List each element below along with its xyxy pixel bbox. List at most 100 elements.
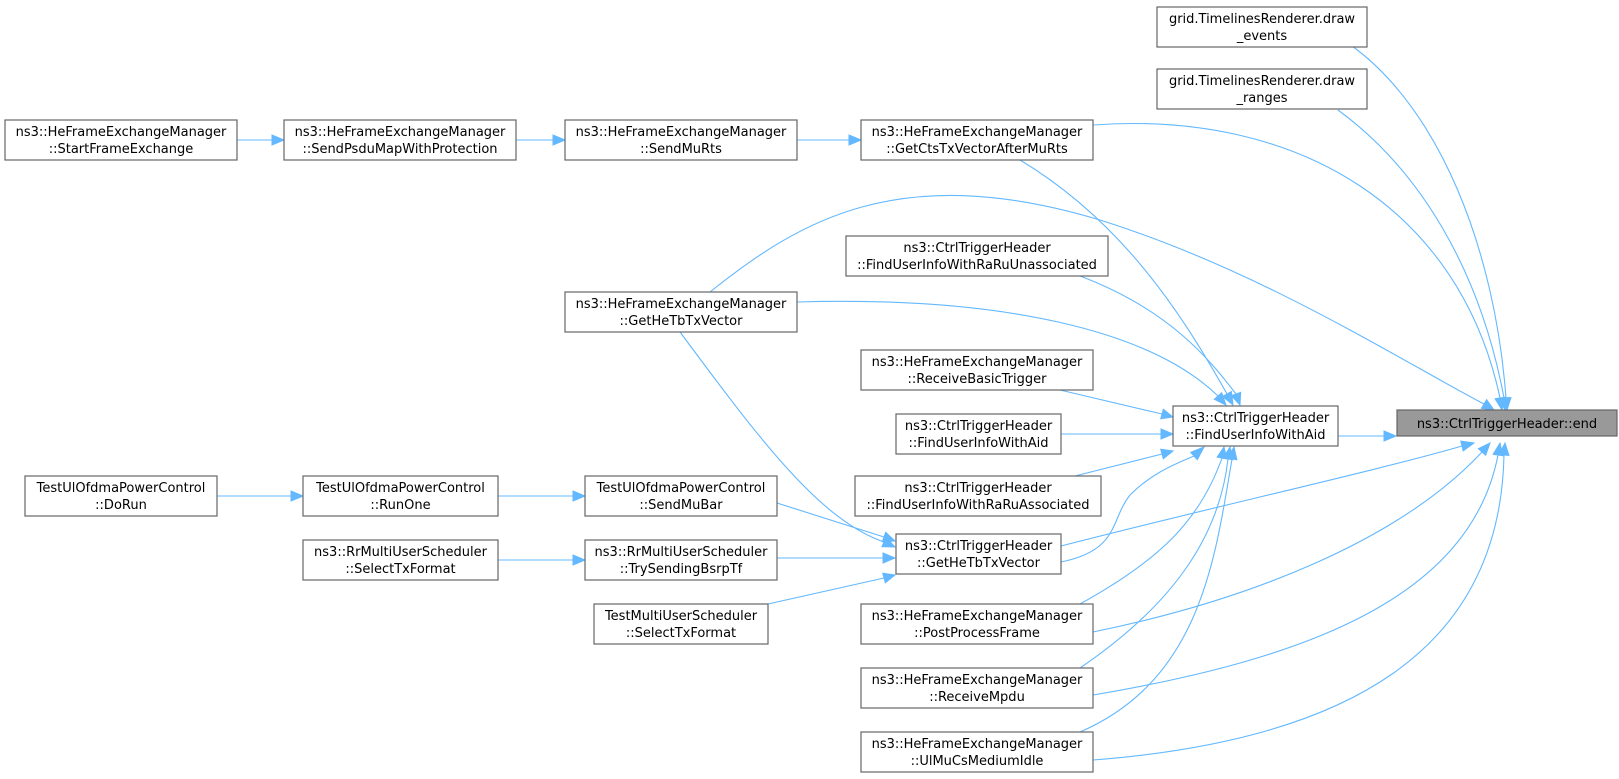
node-label-line1: TestMultiUserScheduler: [604, 609, 758, 624]
edge-runone-to-sendmubar: [498, 490, 587, 502]
edge-tmu-select-to-gethetb-c-arrowhead: [882, 572, 897, 584]
edge-fuiwraru-as-to-fuiwa: [1074, 448, 1175, 477]
node-trysend[interactable]: ns3::RrMultiUserScheduler::TrySendingBsr…: [584, 539, 778, 581]
node-box: [564, 291, 798, 333]
node-box: [895, 533, 1062, 575]
node-label-line2: ::GetHeTbTxVector: [917, 556, 1041, 571]
edge-ulmucs-to-end: [1092, 441, 1510, 761]
edge-getcts-to-fuiwa-arrowhead: [1221, 390, 1234, 407]
edge-tl-ranges-to-end-line: [1337, 109, 1505, 399]
edge-postproc-to-fuiwa-line: [1079, 457, 1223, 605]
node-label-line1: grid.TimelinesRenderer.draw: [1169, 12, 1355, 27]
node-fuiwraru-un[interactable]: ns3::CtrlTriggerHeader::FindUserInfoWith…: [845, 235, 1109, 277]
node-label-line2: ::PostProcessFrame: [914, 626, 1040, 641]
node-tl-events[interactable]: grid.TimelinesRenderer.draw _events: [1156, 6, 1368, 48]
node-sendmurts[interactable]: ns3::HeFrameExchangeManager::SendMuRts: [564, 119, 798, 161]
node-startfe[interactable]: ns3::HeFrameExchangeManager::StartFrameE…: [4, 119, 238, 161]
node-label-line2: ::GetHeTbTxVector: [620, 314, 744, 329]
edge-ulmucs-to-end-arrowhead: [1498, 441, 1510, 456]
edge-tl-events-to-end: [1351, 45, 1512, 412]
node-label-line2: ::ReceiveBasicTrigger: [908, 372, 1048, 387]
edge-trysend-to-gethetb-c-arrowhead: [882, 552, 897, 564]
node-box: [854, 475, 1102, 517]
edge-fuiwa-to-end-arrowhead: [1383, 430, 1398, 442]
graph-edges: [217, 45, 1512, 761]
edge-postproc-to-fuiwa: [1079, 445, 1228, 605]
edge-sendpsdu-to-sendmurts: [516, 134, 567, 146]
node-label-line2: ::SendMuBar: [639, 498, 723, 513]
node-label-line1: ns3::HeFrameExchangeManager: [872, 673, 1083, 688]
edge-tl-ranges-to-end: [1337, 109, 1510, 412]
edge-recvbasic-to-fuiwa-line: [1059, 389, 1163, 415]
node-label-line2: ::ReceiveMpdu: [929, 690, 1025, 705]
node-box: [1396, 409, 1618, 437]
node-runone[interactable]: TestUlOfdmaPowerControl::RunOne: [302, 475, 499, 517]
node-box: [1156, 68, 1368, 110]
edge-recvbasic-to-fuiwa: [1059, 389, 1175, 420]
node-label-line2: ::FindUserInfoWithRaRuAssociated: [866, 498, 1089, 513]
edge-recvmpdu-to-end-line: [1092, 454, 1499, 696]
node-label-line2: ::FindUserInfoWithRaRuUnassociated: [857, 258, 1097, 273]
edge-recvmpdu-to-fuiwa-line: [1079, 458, 1229, 669]
node-label-line1: ns3::HeFrameExchangeManager: [872, 737, 1083, 752]
edge-gethetb-c-to-fuiwa-line: [1060, 455, 1195, 563]
edge-hefe-gethetb-to-end: [709, 194, 1496, 411]
node-label-line1: ns3::HeFrameExchangeManager: [295, 125, 506, 140]
edge-dorun-to-runone: [217, 490, 305, 502]
node-tmu-select[interactable]: TestMultiUserScheduler::SelectTxFormat: [593, 603, 769, 645]
node-ulmucs[interactable]: ns3::HeFrameExchangeManager::UlMuCsMediu…: [860, 731, 1094, 773]
edge-startfe-to-sendpsdu-arrowhead: [271, 134, 286, 146]
edge-trysend-to-gethetb-c: [777, 552, 897, 564]
node-recvmpdu[interactable]: ns3::HeFrameExchangeManager::ReceiveMpdu: [860, 667, 1094, 709]
node-gethetb-c[interactable]: ns3::CtrlTriggerHeader::GetHeTbTxVector: [895, 533, 1062, 575]
node-end[interactable]: ns3::CtrlTriggerHeader::end: [1396, 409, 1618, 437]
edge-hefe-gethetb-to-fuiwa-arrowhead: [1213, 391, 1227, 406]
edge-ulmucs-to-fuiwa-line: [1079, 458, 1233, 733]
node-label-line2: ::FindUserInfoWithAid: [1186, 428, 1326, 443]
node-rr-select[interactable]: ns3::RrMultiUserScheduler::SelectTxForma…: [302, 539, 499, 581]
node-box: [860, 349, 1094, 391]
edge-rr-select-to-trysend: [498, 554, 587, 566]
node-label-line2: ::SelectTxFormat: [626, 626, 736, 641]
edge-sendmubar-to-gethetb-c: [776, 502, 897, 543]
node-box: [860, 119, 1094, 161]
edge-getcts-to-end-arrowhead: [1494, 396, 1506, 412]
edge-sendmurts-to-getcts: [797, 134, 863, 146]
node-label-line1: TestUlOfdmaPowerControl: [36, 481, 206, 496]
node-label-line1: ns3::HeFrameExchangeManager: [872, 609, 1083, 624]
node-label-line2: _events: [1236, 29, 1288, 44]
node-fuiwraru-as[interactable]: ns3::CtrlTriggerHeader::FindUserInfoWith…: [854, 475, 1102, 517]
node-box: [860, 731, 1094, 773]
node-box: [302, 475, 499, 517]
node-label-line1: ns3::CtrlTriggerHeader: [905, 419, 1053, 434]
node-box: [283, 119, 517, 161]
node-box: [584, 539, 778, 581]
node-postproc[interactable]: ns3::HeFrameExchangeManager::PostProcess…: [860, 603, 1094, 645]
edge-fuiwraru-as-to-fuiwa-arrowhead: [1160, 448, 1175, 460]
node-label-line1: ns3::RrMultiUserScheduler: [595, 545, 769, 560]
node-recvbasic[interactable]: ns3::HeFrameExchangeManager::ReceiveBasi…: [860, 349, 1094, 391]
edge-postproc-to-end-line: [1092, 451, 1483, 633]
edge-recvmpdu-to-end: [1092, 441, 1504, 696]
graph-nodes: ns3::CtrlTriggerHeader::endns3::CtrlTrig…: [4, 6, 1618, 773]
node-hefe-gethetb[interactable]: ns3::HeFrameExchangeManager::GetHeTbTxVe…: [564, 291, 798, 333]
edge-gethetb-c-to-end-arrowhead: [1460, 440, 1476, 452]
node-label-line1: ns3::HeFrameExchangeManager: [576, 125, 787, 140]
node-label-line1: TestUlOfdmaPowerControl: [315, 481, 485, 496]
edge-fuiwa-to-end: [1338, 430, 1398, 442]
node-dorun[interactable]: TestUlOfdmaPowerControl::DoRun: [24, 475, 218, 517]
node-label-line1: ns3::CtrlTriggerHeader: [903, 241, 1051, 256]
node-fuiwa2[interactable]: ns3::CtrlTriggerHeader::FindUserInfoWith…: [895, 413, 1062, 455]
edge-recvbasic-to-fuiwa-arrowhead: [1160, 408, 1175, 420]
node-label-line2: ::DoRun: [95, 498, 147, 513]
node-getcts[interactable]: ns3::HeFrameExchangeManager::GetCtsTxVec…: [860, 119, 1094, 161]
node-label-line2: ::TrySendingBsrpTf: [620, 562, 743, 577]
node-sendpsdu[interactable]: ns3::HeFrameExchangeManager::SendPsduMap…: [283, 119, 517, 161]
node-fuiwa[interactable]: ns3::CtrlTriggerHeader::FindUserInfoWith…: [1172, 405, 1339, 447]
edge-gethetb-c-to-end: [1060, 440, 1476, 547]
node-tl-ranges[interactable]: grid.TimelinesRenderer.draw_ranges: [1156, 68, 1368, 110]
edge-gethetb-c-to-fuiwa-arrowhead: [1189, 446, 1206, 461]
node-sendmubar[interactable]: TestUlOfdmaPowerControl::SendMuBar: [584, 475, 778, 517]
node-label-line1: ns3::CtrlTriggerHeader: [904, 481, 1052, 496]
edge-postproc-to-end: [1092, 442, 1491, 633]
